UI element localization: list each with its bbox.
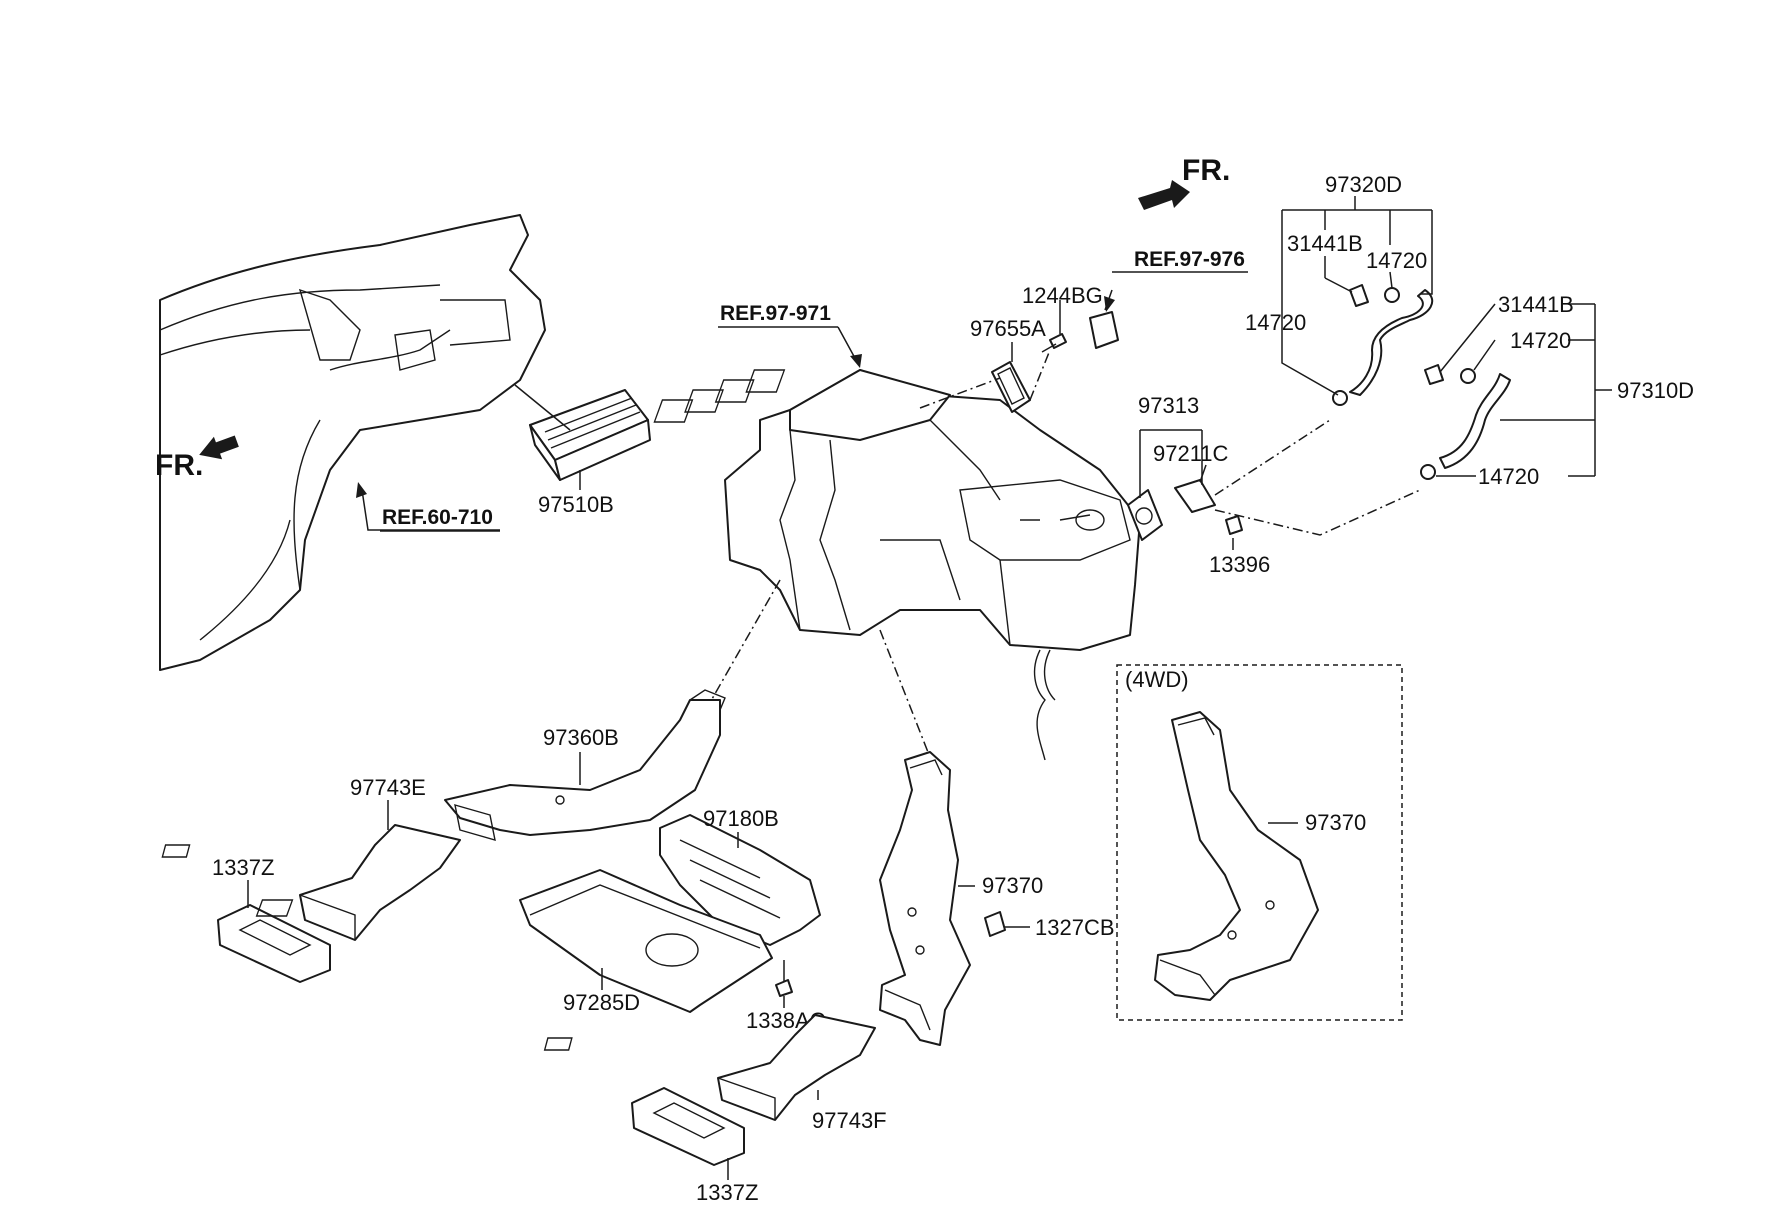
label-97743E[interactable]: 97743E	[350, 775, 426, 800]
part-97211C[interactable]	[1174, 479, 1216, 513]
part-1338AC[interactable]	[775, 979, 793, 997]
part-97180B[interactable]	[659, 814, 821, 946]
variant-4wd-label: (4WD)	[1125, 667, 1189, 692]
label-31441B-a[interactable]: 31441B	[1287, 231, 1363, 256]
leader-97211C	[1199, 464, 1207, 483]
part-97743E[interactable]	[161, 824, 461, 941]
part-97285D[interactable]	[255, 869, 773, 1013]
variant-4wd-box	[1116, 664, 1403, 1021]
clip-14720-c[interactable]	[1460, 368, 1476, 384]
centerline-97655A	[919, 349, 1051, 409]
label-97655A[interactable]: 97655A	[970, 316, 1046, 341]
label-97310D[interactable]: 97310D	[1617, 378, 1694, 403]
part-97313[interactable]	[1127, 489, 1163, 541]
bracket-97310D	[1436, 303, 1612, 477]
leader-97510B-a	[514, 384, 571, 431]
hvac-unit-part	[653, 369, 1141, 761]
label-97370-b[interactable]: 97370	[1305, 810, 1366, 835]
ref-97-971-leader	[837, 326, 857, 361]
label-1327CB[interactable]: 1327CB	[1035, 915, 1115, 940]
part-1337Z-b[interactable]	[631, 1087, 745, 1166]
ref-60-710-arrowhead	[356, 482, 367, 498]
part-97510B[interactable]	[529, 389, 651, 481]
label-1244BG[interactable]: 1244BG	[1022, 283, 1103, 308]
clip-14720-d[interactable]	[1420, 464, 1436, 480]
part-1337Z-a[interactable]	[217, 904, 331, 983]
leader-14720-a	[1389, 271, 1393, 289]
part-97370-a[interactable]	[879, 751, 971, 1046]
hose-97310D-part	[1439, 373, 1511, 469]
clip-31441B-a[interactable]	[1349, 284, 1369, 307]
label-14720-a[interactable]: 14720	[1366, 248, 1427, 273]
part-97370-b[interactable]	[1154, 711, 1319, 1001]
label-14720-b[interactable]: 14720	[1245, 310, 1306, 335]
quarter-panel-part	[159, 214, 546, 671]
label-1337Z-a[interactable]: 1337Z	[212, 855, 274, 880]
label-13396[interactable]: 13396	[1209, 552, 1270, 577]
label-97211C[interactable]: 97211C	[1153, 441, 1229, 466]
ref-97-971-label[interactable]: REF.97-971	[720, 302, 831, 325]
fr-marker-left: FR.	[155, 449, 203, 482]
front-arrow-top-icon	[1138, 180, 1190, 210]
label-14720-d[interactable]: 14720	[1478, 464, 1539, 489]
label-14720-c[interactable]: 14720	[1510, 328, 1571, 353]
ref-97-976-arrowhead	[1104, 296, 1115, 312]
centerline-hoses	[1214, 419, 1421, 536]
ref-60-710-label[interactable]: REF.60-710	[382, 506, 493, 529]
label-97743F[interactable]: 97743F	[812, 1108, 887, 1133]
part-97360B[interactable]	[444, 689, 726, 841]
label-97360B[interactable]: 97360B	[543, 725, 619, 750]
leader-31441B-a2	[1324, 277, 1353, 293]
label-1337Z-b[interactable]: 1337Z	[696, 1180, 758, 1205]
front-arrow-left-icon	[199, 435, 239, 460]
ref-97-971-arrowhead	[850, 354, 862, 368]
connector-part	[1089, 311, 1119, 349]
label-97180B[interactable]: 97180B	[703, 806, 779, 831]
part-1327CB[interactable]	[984, 911, 1006, 937]
ref-60-710-leader	[361, 489, 500, 531]
label-31441B-b[interactable]: 31441B	[1498, 292, 1574, 317]
label-97320D[interactable]: 97320D	[1325, 172, 1402, 197]
label-97510B[interactable]: 97510B	[538, 492, 614, 517]
part-13396[interactable]	[1225, 515, 1243, 535]
ref-97-976-label[interactable]: REF.97-976	[1134, 248, 1245, 271]
label-97370-a[interactable]: 97370	[982, 873, 1043, 898]
fr-marker-top: FR.	[1182, 154, 1230, 187]
clip-14720-a[interactable]	[1384, 287, 1400, 303]
label-97313[interactable]: 97313	[1138, 393, 1199, 418]
clip-31441B-b[interactable]	[1424, 364, 1444, 385]
part-97743F[interactable]	[543, 1014, 876, 1121]
part-1244BG[interactable]	[1041, 333, 1067, 353]
bracket-97320D	[1281, 196, 1433, 396]
hose-97320D-part	[1349, 289, 1434, 396]
centerline-ducts	[699, 579, 936, 771]
label-97285D[interactable]: 97285D	[563, 990, 640, 1015]
